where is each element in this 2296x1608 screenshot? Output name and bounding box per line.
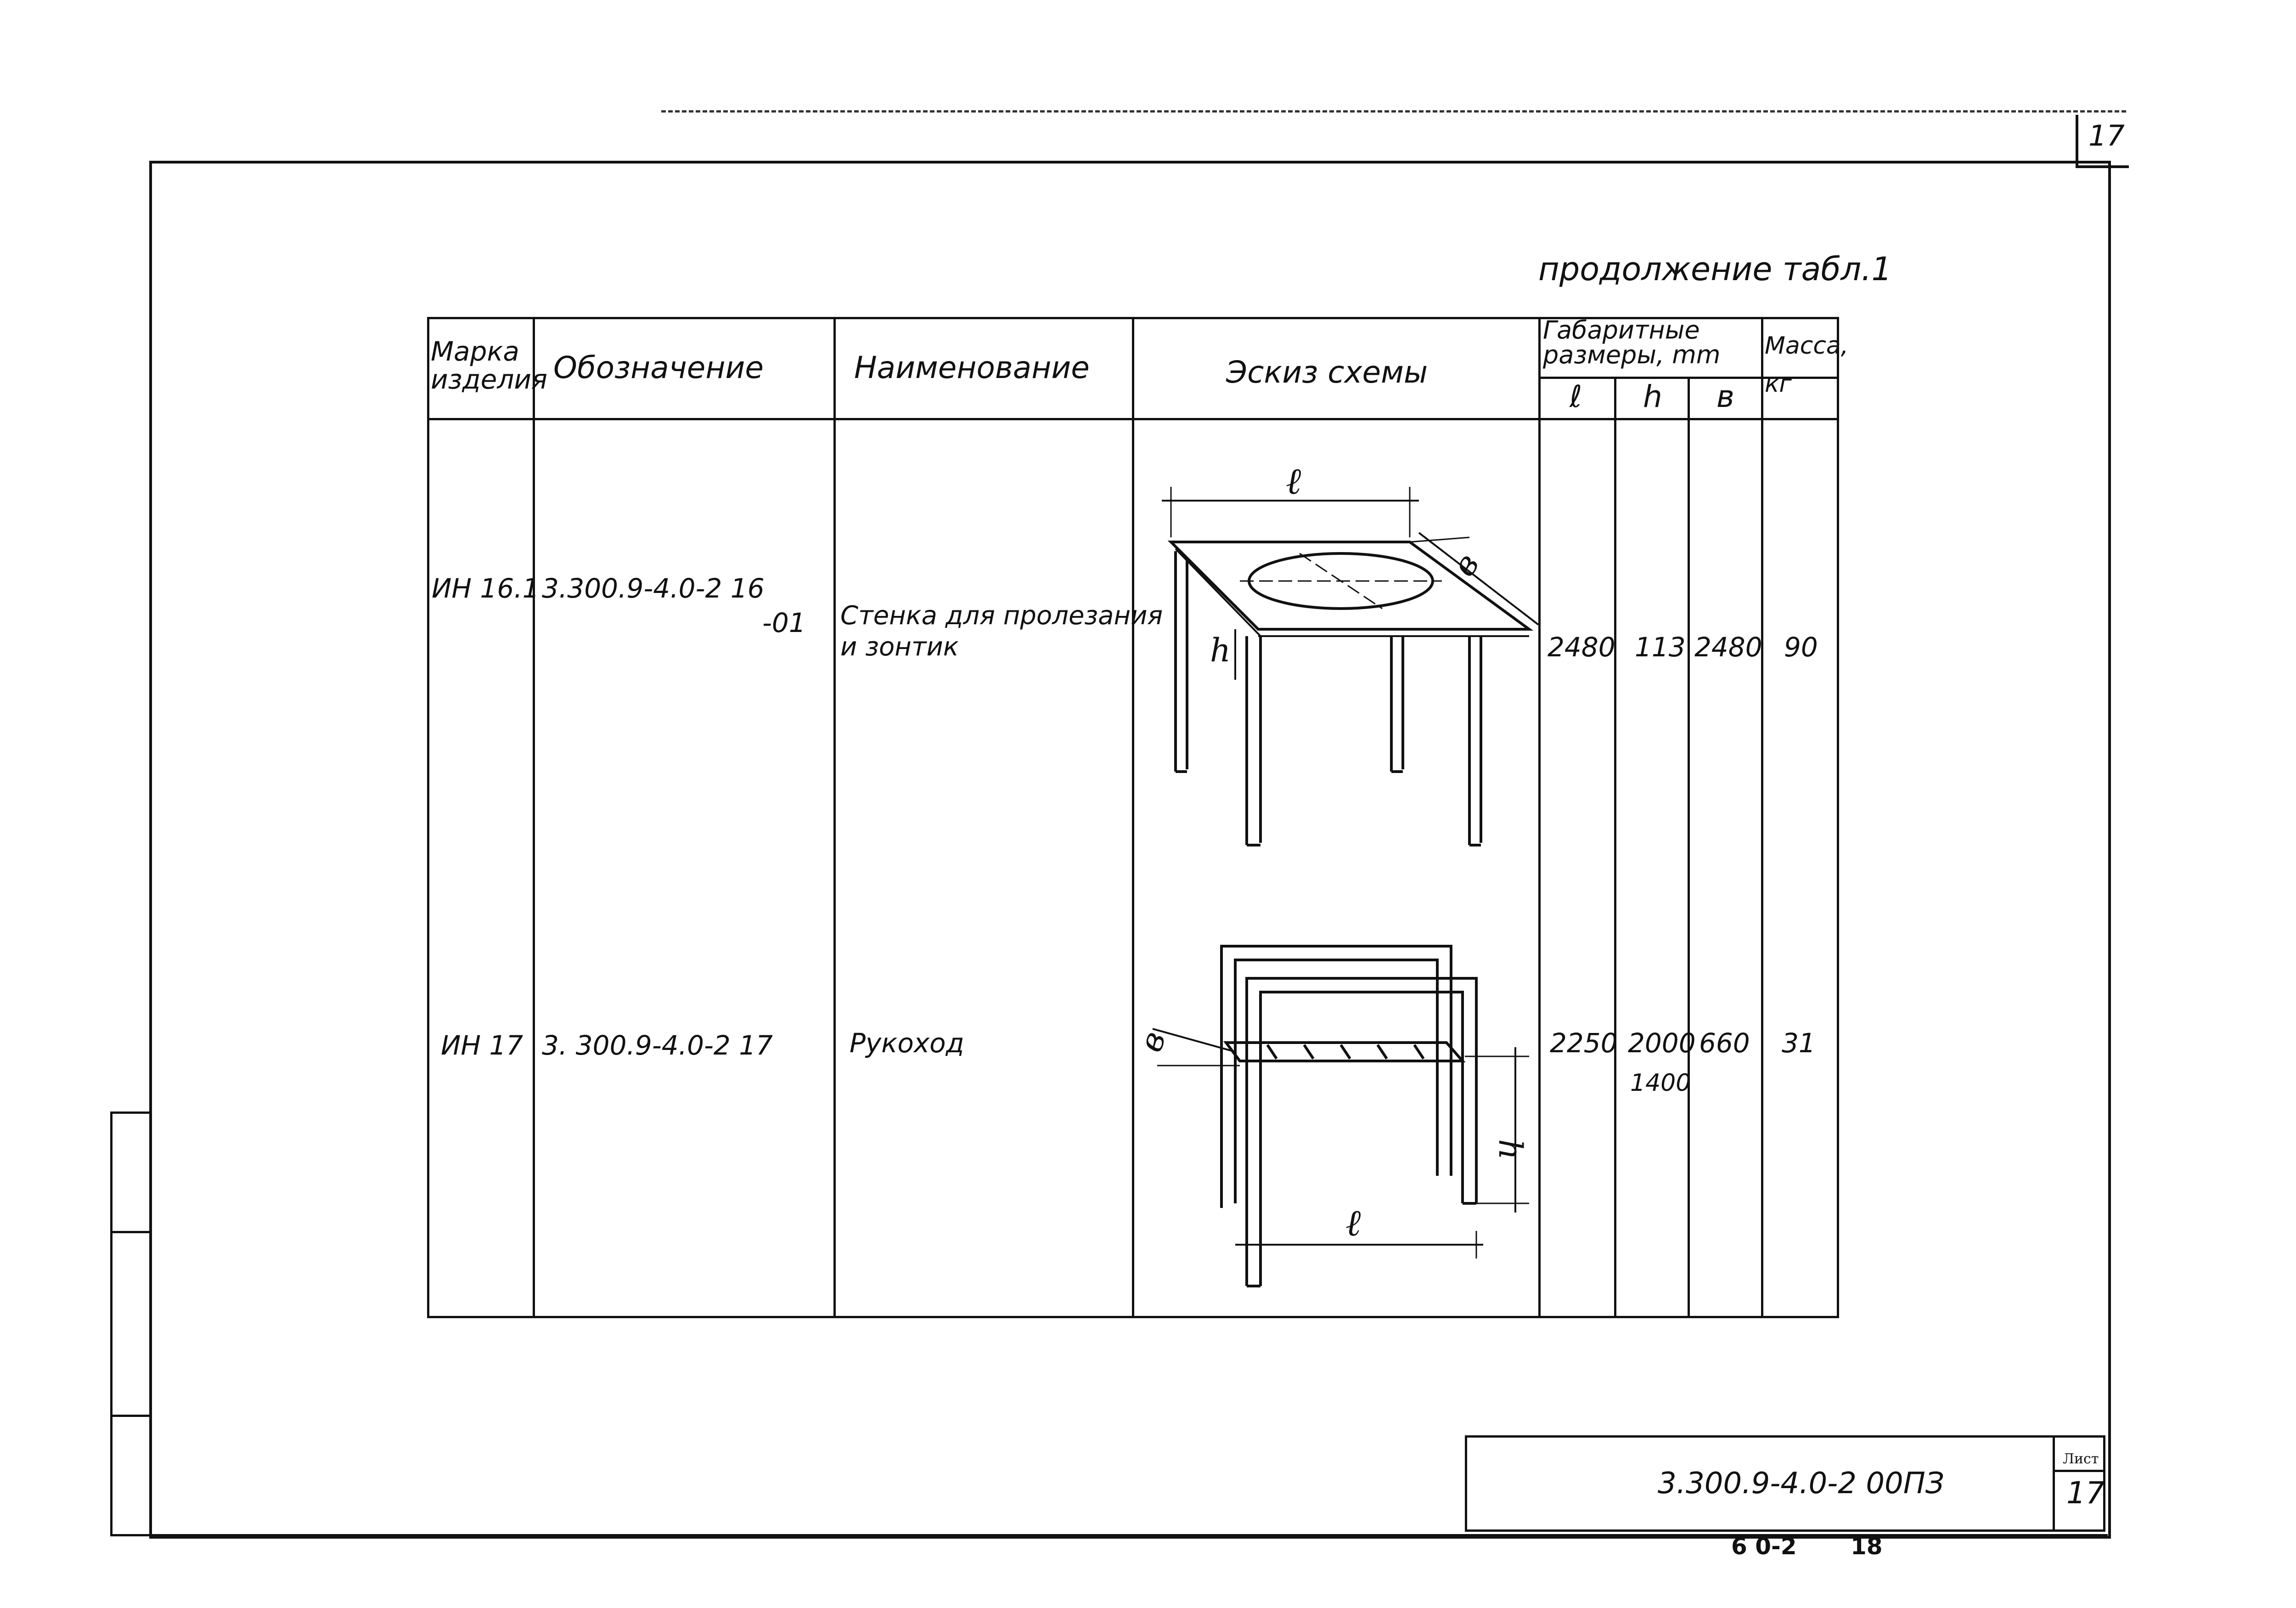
dims-subheader-line	[1538, 377, 1839, 379]
row1-mark: ИН 16.1	[432, 573, 540, 604]
header-designation: Обозначение	[553, 350, 764, 385]
left-strip-tick-3	[110, 1415, 152, 1417]
row2-mass: 31	[1782, 1027, 1816, 1059]
col-line-5	[1614, 377, 1616, 1318]
bottom-number: 18	[1851, 1533, 1883, 1560]
doc-code: 3.300.9-4.0-2 00ПЗ	[1658, 1467, 1944, 1501]
top-page-number: 17	[2088, 119, 2125, 152]
row1-designation: 3.300.9-4.0-2 16	[542, 573, 765, 604]
col-line-6	[1688, 377, 1690, 1318]
row2-h2: 1400	[1630, 1069, 1691, 1097]
row1-l: 2480	[1548, 632, 1615, 663]
row1-b: 2480	[1694, 632, 1762, 663]
drawing-frame	[149, 161, 2111, 1539]
sketch-2-label-h: h	[1491, 1139, 1529, 1160]
frame-bottom-extension	[110, 1534, 2108, 1536]
continuation-note: продолжение табл.1	[1538, 250, 1892, 288]
row2-l: 2250	[1550, 1027, 1618, 1059]
header-bottom-line	[427, 418, 1839, 420]
sketch-2-label-l: ℓ	[1345, 1202, 1361, 1244]
title-block-sheet-line	[2053, 1470, 2105, 1472]
left-strip-tick-1	[110, 1111, 152, 1114]
header-dims: Габаритные размеры, mm	[1543, 316, 1721, 369]
row2-b: 660	[1699, 1027, 1750, 1059]
row1-designation-suffix: -01	[762, 607, 806, 638]
bottom-code: 6 0-2	[1731, 1533, 1797, 1560]
row1-mass: 90	[1784, 632, 1818, 663]
sketch-1-plate	[1167, 541, 1534, 631]
header-dim-h: h	[1643, 379, 1662, 414]
sketch-1-platform	[1162, 487, 1539, 846]
row2-mark: ИН 17	[441, 1030, 523, 1061]
sketch-2-monkey-bars	[1152, 945, 1529, 1287]
row2-name: Рукоход	[850, 1027, 964, 1059]
col-line-7	[1761, 317, 1763, 1318]
sketch-2-label-b: в	[1131, 1026, 1173, 1056]
left-strip-line	[110, 1111, 113, 1534]
row1-h: 113	[1635, 632, 1686, 663]
header-sketch: Эскиз схемы	[1226, 355, 1428, 390]
sketch-1-label-l: ℓ	[1286, 460, 1301, 502]
row2-h: 2000	[1628, 1027, 1696, 1059]
col-line-2	[833, 317, 836, 1318]
top-page-number-box	[2076, 115, 2129, 168]
header-name: Наименование	[854, 350, 1090, 385]
sheet-label: Лист	[2063, 1451, 2099, 1467]
col-line-4	[1538, 317, 1541, 1318]
header-mass: Масса, кг	[1765, 332, 1849, 398]
row1-name-line1: Стенка для пролезания	[840, 601, 1163, 631]
sheet-number: 17	[2066, 1475, 2105, 1511]
top-dashed-line	[661, 110, 2126, 113]
header-dim-l: ℓ	[1570, 379, 1582, 414]
header-dim-b: в	[1716, 379, 1734, 414]
title-block	[1465, 1435, 2105, 1532]
title-block-divider	[2053, 1435, 2055, 1532]
sketch-1-label-h: h	[1210, 632, 1231, 669]
col-line-1	[533, 317, 535, 1318]
left-strip-tick-2	[110, 1231, 152, 1233]
col-line-3	[1132, 317, 1134, 1318]
sketch-1-label-b: в	[1445, 546, 1487, 583]
row2-designation: 3. 300.9-4.0-2 17	[542, 1030, 773, 1061]
row1-name-line2: и зонтик	[840, 632, 959, 662]
header-mark: Марка изделия	[431, 336, 547, 395]
